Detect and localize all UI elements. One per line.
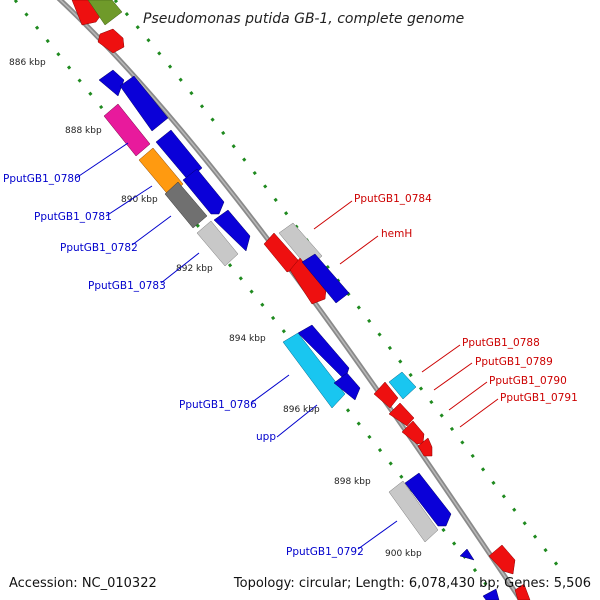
gene-blue-e[interactable] <box>213 209 251 252</box>
gene-red-886[interactable] <box>97 28 125 54</box>
gene-hemH-blue[interactable] <box>301 253 350 304</box>
tick-label: 892 kbp <box>176 264 213 274</box>
gene-blue-a[interactable] <box>98 69 125 97</box>
gene-label-0781[interactable]: PputGB1_0781 <box>34 211 112 223</box>
tick-label: 890 kbp <box>121 195 158 205</box>
gene-0788-red[interactable] <box>373 381 399 409</box>
gene-blue-c[interactable] <box>155 129 203 181</box>
gene-blue-b[interactable] <box>119 75 169 132</box>
gene-red-edge[interactable] <box>514 583 531 600</box>
leader-lines <box>75 142 499 550</box>
gene-blue-f[interactable] <box>297 324 350 381</box>
tick-label: 896 kbp <box>283 405 320 415</box>
gene-label-0791[interactable]: PputGB1_0791 <box>500 392 578 404</box>
gene-label-hemH[interactable]: hemH <box>381 228 412 240</box>
tick-label: 898 kbp <box>334 477 371 487</box>
accession-text: Accession: NC_010322 <box>9 576 157 591</box>
gene-upp[interactable] <box>333 372 361 401</box>
tick-label: 894 kbp <box>229 334 266 344</box>
reverse-gene-labels: PputGB1_0784 hemH PputGB1_0788 PputGB1_0… <box>354 193 578 404</box>
tick-tracks <box>13 0 567 600</box>
gene-blue-h[interactable] <box>459 548 475 561</box>
gene-0781[interactable] <box>138 147 184 198</box>
gene-0790[interactable] <box>401 420 425 445</box>
gene-0783[interactable] <box>196 220 239 267</box>
gene-red-bottom[interactable] <box>488 544 516 575</box>
gene-0788-cyan[interactable] <box>388 371 417 400</box>
gene-features <box>71 0 531 600</box>
map-title: Pseudomonas putida GB-1, complete genome <box>143 11 464 27</box>
gene-0791[interactable] <box>417 437 433 457</box>
gene-label-0789[interactable]: PputGB1_0789 <box>475 356 553 368</box>
gene-0780[interactable] <box>103 103 151 157</box>
gene-label-upp[interactable]: upp <box>256 431 276 443</box>
gene-label-0790[interactable]: PputGB1_0790 <box>489 375 567 387</box>
topology-text: Topology: circular; Length: 6,078,430 bp… <box>233 576 591 591</box>
tick-labels: 886 kbp 888 kbp 890 kbp 892 kbp 894 kbp … <box>9 58 422 559</box>
tick-label: 888 kbp <box>65 126 102 136</box>
forward-gene-labels: PputGB1_0780 PputGB1_0781 PputGB1_0782 P… <box>3 173 364 558</box>
gene-0782[interactable] <box>164 181 208 229</box>
gene-label-0792[interactable]: PputGB1_0792 <box>286 546 364 558</box>
gene-blue-g[interactable] <box>404 472 452 527</box>
gene-label-0786[interactable]: PputGB1_0786 <box>179 399 257 411</box>
gene-0786[interactable] <box>282 332 346 409</box>
tick-label: 900 kbp <box>385 549 422 559</box>
gene-label-0788[interactable]: PputGB1_0788 <box>462 337 540 349</box>
gene-label-0780[interactable]: PputGB1_0780 <box>3 173 81 185</box>
gene-blue-edge[interactable] <box>482 588 500 600</box>
gene-label-0784[interactable]: PputGB1_0784 <box>354 193 432 205</box>
gene-blue-d[interactable] <box>182 168 225 215</box>
tick-label: 886 kbp <box>9 58 46 68</box>
gene-0789[interactable] <box>388 402 415 427</box>
gene-olive-top[interactable] <box>87 0 123 26</box>
gene-0792[interactable] <box>388 480 439 543</box>
gene-hemH-red[interactable] <box>289 257 327 305</box>
gene-label-0783[interactable]: PputGB1_0783 <box>88 280 166 292</box>
gene-label-0782[interactable]: PputGB1_0782 <box>60 242 138 254</box>
